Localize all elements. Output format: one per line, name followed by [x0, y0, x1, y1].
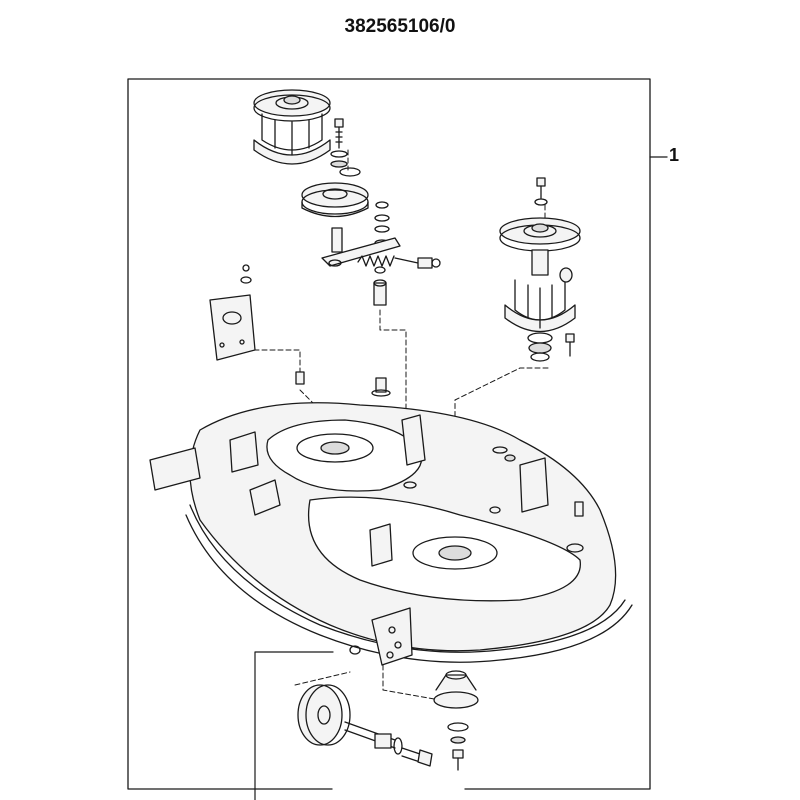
spindle-pulley-right-icon — [499, 217, 581, 362]
wheel-bracket-icon — [349, 607, 413, 666]
diagram-frame — [127, 78, 668, 800]
idler-pulley-icon — [301, 167, 369, 218]
deck-roller-icon — [433, 670, 479, 771]
callout-label-1: 1 — [669, 145, 680, 165]
spindle-pulley-icon — [253, 89, 331, 165]
gauge-wheel-icon — [297, 684, 433, 767]
washer-icon — [374, 201, 390, 247]
bolt-right-icon — [534, 177, 575, 357]
deck-bracket-left-icon — [209, 264, 391, 397]
bracket-icon — [321, 227, 401, 267]
spring-icon — [357, 255, 441, 269]
nut-icon — [373, 266, 387, 306]
part-number-title: 382565106/0 — [344, 16, 456, 37]
bolt-icon — [330, 118, 348, 168]
mower-deck-icon — [149, 402, 633, 663]
